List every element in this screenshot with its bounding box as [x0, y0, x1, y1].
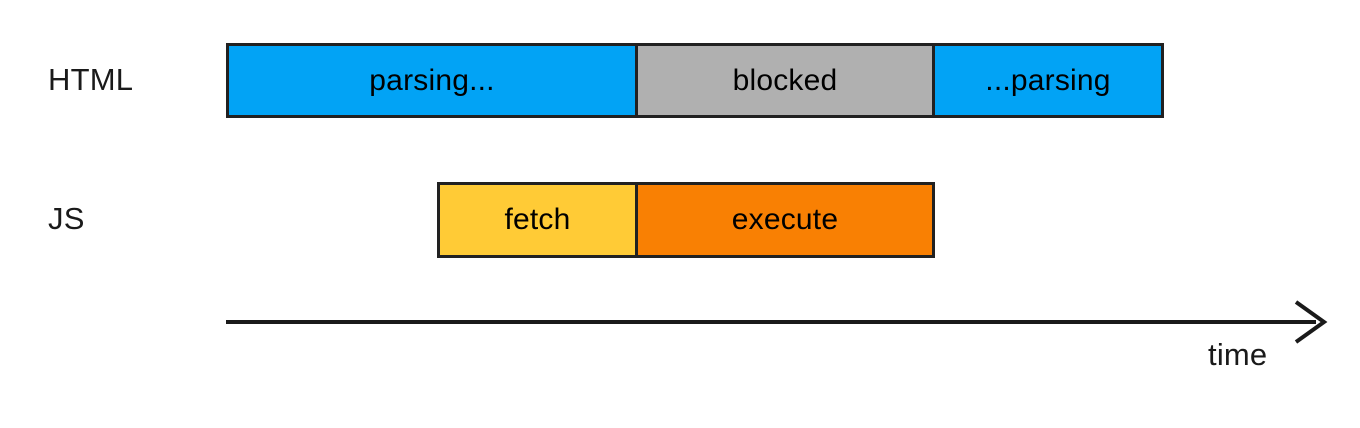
timeline-track-html: parsing... blocked ...parsing: [226, 43, 1170, 118]
segment-js-fetch: fetch: [437, 182, 638, 258]
time-axis-arrowhead: [1294, 300, 1328, 344]
segment-html-parsing-start: parsing...: [226, 43, 638, 118]
row-label-js: JS: [48, 201, 85, 236]
segment-html-blocked: blocked: [635, 43, 935, 118]
time-axis-label: time: [1208, 337, 1268, 372]
time-axis-arrow: [226, 300, 1328, 344]
segment-html-parsing-resume: ...parsing: [932, 43, 1164, 118]
segment-js-execute: execute: [635, 182, 935, 258]
row-label-html: HTML: [48, 62, 134, 97]
timeline-track-js: fetch execute: [437, 182, 938, 258]
